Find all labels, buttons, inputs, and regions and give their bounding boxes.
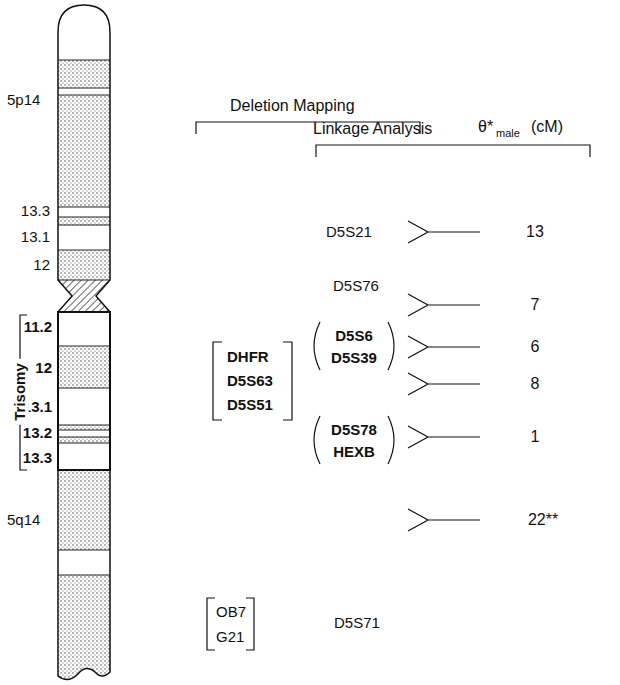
- marker-name: D5S71: [334, 615, 380, 632]
- marker-name: OB7: [216, 604, 246, 621]
- marker-name: D5S78: [331, 422, 377, 439]
- band-label: 12: [33, 257, 50, 274]
- band-label: 5q14: [7, 512, 40, 529]
- distance-value: 13: [526, 223, 544, 241]
- section-header: Deletion Mapping: [230, 97, 355, 115]
- band-label: 13.2: [23, 425, 52, 442]
- trisomy-region: [58, 312, 110, 470]
- interval-branches: [408, 221, 480, 531]
- brackets: [20, 122, 590, 650]
- axis-symbol: θ*: [478, 118, 493, 136]
- marker-name: D5S76: [333, 278, 379, 295]
- chromosome-outline: [58, 5, 110, 680]
- marker-name: D5S21: [326, 224, 372, 241]
- band-label: 13.3: [21, 203, 50, 220]
- distance-value: 1: [531, 428, 540, 446]
- band-label: 5p14: [7, 92, 40, 109]
- distance-value: 7: [531, 296, 540, 314]
- marker-name: D5S51: [227, 397, 273, 414]
- distance-value: 22**: [528, 511, 558, 529]
- band-label: 11.2: [24, 319, 52, 336]
- marker-name: D5S63: [227, 373, 273, 390]
- axis-unit: (cM): [531, 118, 563, 136]
- band-label: 12: [35, 360, 52, 377]
- distance-value: 8: [531, 375, 540, 393]
- marker-name: G21: [216, 629, 244, 646]
- region-label: Trisomy: [12, 359, 29, 425]
- marker-name: D5S39: [331, 350, 377, 367]
- marker-name: HEXB: [333, 444, 375, 461]
- axis-subscript: male: [496, 127, 520, 139]
- marker-name: DHFR: [227, 349, 269, 366]
- band-label: 13.3: [23, 450, 52, 467]
- section-header: Linkage Analysis: [313, 120, 432, 138]
- chromosome-bands: [50, 0, 120, 685]
- marker-name: D5S6: [335, 328, 373, 345]
- distance-value: 6: [531, 338, 540, 356]
- band-label: 13.1: [21, 229, 50, 246]
